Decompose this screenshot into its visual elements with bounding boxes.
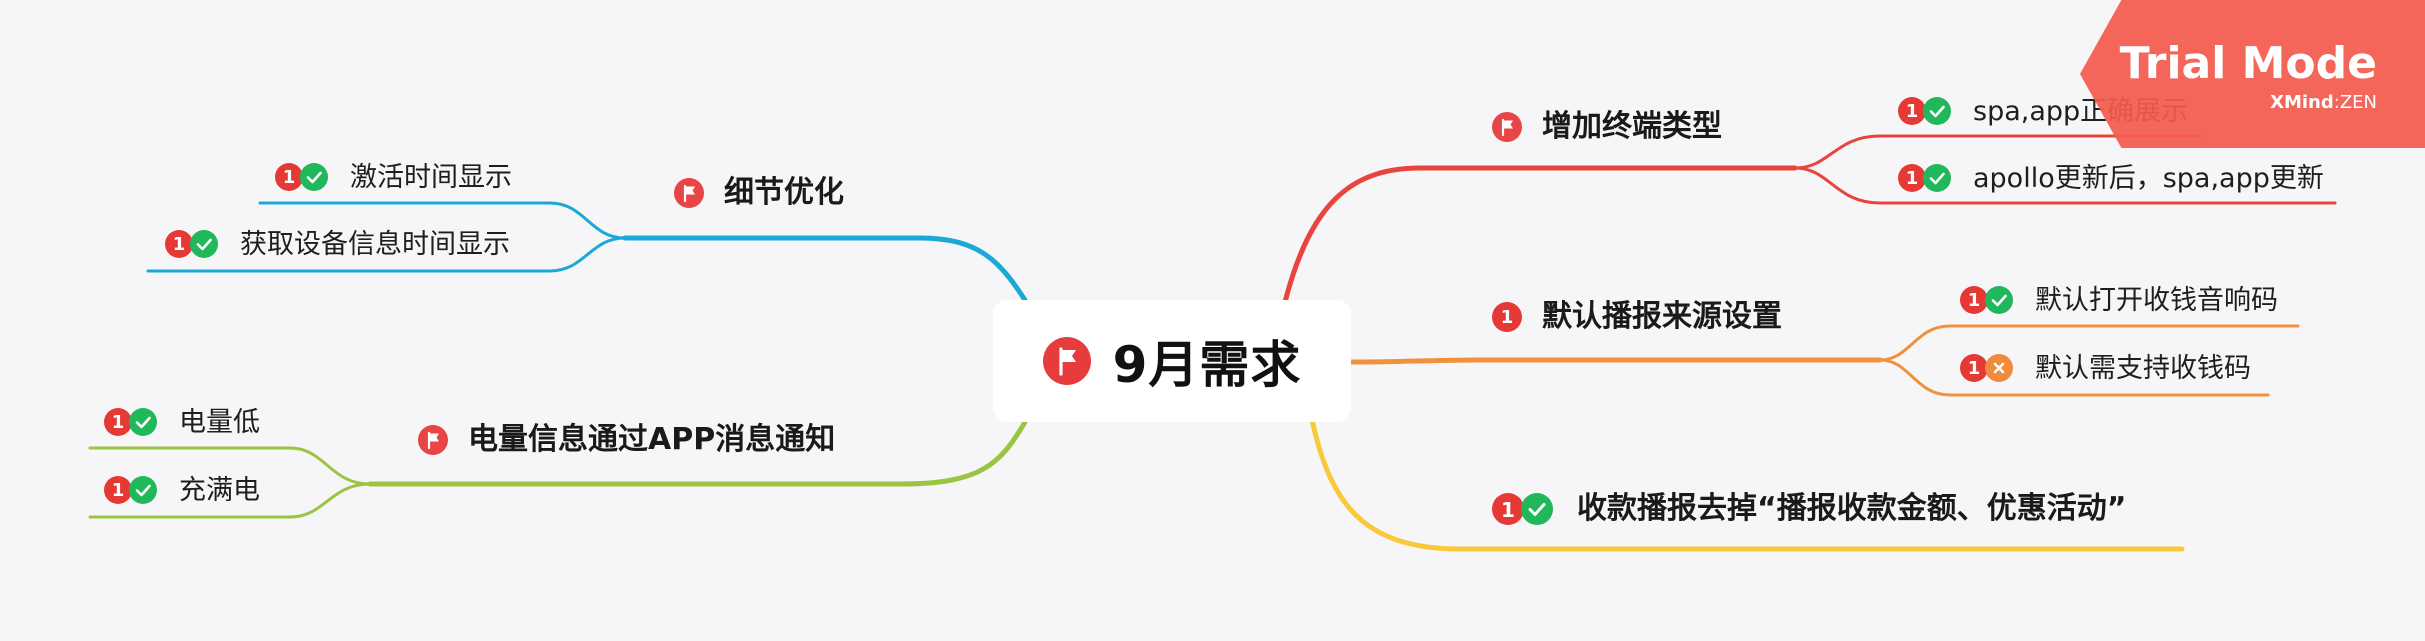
- flag-icon: [1492, 112, 1522, 142]
- subtopic-label: 电量低: [179, 406, 260, 438]
- topic-label: 细节优化: [724, 175, 844, 210]
- link-remove: [1309, 417, 2185, 552]
- marker-group: 1: [104, 476, 157, 504]
- watermark-background: [2080, 0, 2425, 148]
- marker-group: 1: [1960, 286, 2013, 314]
- watermark-brand-name: XMind: [2270, 92, 2334, 113]
- link-detail-1: [258, 201, 627, 240]
- link-source-2: [1878, 358, 2270, 397]
- priority-1-icon: 1: [1898, 97, 1926, 125]
- link-terminal: [1282, 165, 1798, 305]
- priority-1-icon: 1: [1898, 164, 1926, 192]
- topic-detail[interactable]: 细节优化: [674, 178, 844, 208]
- task-done-icon: [1923, 164, 1951, 192]
- marker-group: 1: [1898, 164, 1951, 192]
- marker-group: 1: [1492, 493, 1553, 525]
- subtopic-detail-1[interactable]: 1 激活时间显示: [275, 163, 512, 191]
- priority-1-icon: 1: [104, 408, 132, 436]
- priority-1-icon: 1: [1492, 493, 1524, 525]
- subtopic-label: 默认需支持收钱码: [2035, 352, 2251, 384]
- trial-mode-watermark[interactable]: Trial Mode XMind:ZEN: [2080, 0, 2425, 148]
- topic-remove[interactable]: 1 收款播报去掉“播报收款金额、优惠活动”: [1492, 493, 2126, 525]
- root-title: 9月需求: [1112, 336, 1302, 394]
- watermark-brand: XMind:ZEN: [2270, 92, 2377, 113]
- subtopic-label: 激活时间显示: [350, 161, 512, 193]
- task-done-icon: [190, 230, 218, 258]
- flag-icon: [418, 425, 448, 455]
- task-done-icon: [1985, 286, 2013, 314]
- marker-group: 1: [275, 163, 328, 191]
- task-done-icon: [300, 163, 328, 191]
- priority-1-icon: 1: [104, 476, 132, 504]
- link-battery-2: [88, 482, 372, 519]
- link-terminal-2: [1793, 166, 2337, 205]
- watermark-edition: ZEN: [2339, 92, 2377, 113]
- topic-label: 电量信息通过APP消息通知: [468, 422, 836, 457]
- link-battery-1: [88, 446, 372, 486]
- marker-group: 1: [104, 408, 157, 436]
- subtopic-detail-2[interactable]: 1 获取设备信息时间显示: [165, 230, 510, 258]
- subtopic-battery-2[interactable]: 1 充满电: [104, 476, 260, 504]
- marker-group: 1: [1898, 97, 1951, 125]
- subtopic-source-2[interactable]: 1 默认需支持收钱码: [1960, 354, 2251, 382]
- task-done-icon: [1923, 97, 1951, 125]
- subtopic-terminal-2[interactable]: 1 apollo更新后，spa,app更新: [1898, 164, 2324, 192]
- subtopic-battery-1[interactable]: 1 电量低: [104, 408, 260, 436]
- watermark-title: Trial Mode: [2119, 38, 2377, 89]
- priority-1-icon: 1: [165, 230, 193, 258]
- topic-label: 收款播报去掉“播报收款金额、优惠活动”: [1577, 491, 2127, 526]
- priority-1-icon: 1: [1960, 286, 1988, 314]
- topic-source[interactable]: 1 默认播报来源设置: [1492, 302, 1782, 332]
- root-topic[interactable]: 9月需求: [993, 300, 1351, 422]
- subtopic-label: 获取设备信息时间显示: [240, 228, 510, 260]
- task-done-icon: [1521, 493, 1553, 525]
- marker-group: 1: [165, 230, 218, 258]
- connection-lines: [88, 134, 2337, 552]
- flag-icon: [674, 178, 704, 208]
- link-source: [1348, 357, 1883, 365]
- task-done-icon: [129, 476, 157, 504]
- topic-battery[interactable]: 电量信息通过APP消息通知: [418, 425, 835, 455]
- topic-label: 增加终端类型: [1542, 109, 1722, 144]
- subtopic-label: 充满电: [179, 474, 260, 506]
- link-terminal-1: [1793, 134, 2202, 170]
- priority-1-icon: 1: [1492, 302, 1522, 332]
- link-source-1: [1878, 324, 2300, 362]
- flag-icon: [1042, 337, 1091, 385]
- link-battery: [367, 419, 1028, 487]
- topic-label: 默认播报来源设置: [1542, 299, 1782, 334]
- subtopic-label: 默认打开收钱音响码: [2035, 284, 2278, 316]
- topic-terminal[interactable]: 增加终端类型: [1492, 112, 1722, 142]
- subtopic-label: apollo更新后，spa,app更新: [1973, 162, 2324, 194]
- task-cancelled-icon: [1985, 354, 2013, 382]
- link-detail: [622, 235, 1028, 303]
- link-detail-2: [146, 236, 627, 273]
- task-done-icon: [129, 408, 157, 436]
- marker-group: 1: [1960, 354, 2013, 382]
- subtopic-source-1[interactable]: 1 默认打开收钱音响码: [1960, 286, 2278, 314]
- priority-1-icon: 1: [1960, 354, 1988, 382]
- priority-1-icon: 1: [275, 163, 303, 191]
